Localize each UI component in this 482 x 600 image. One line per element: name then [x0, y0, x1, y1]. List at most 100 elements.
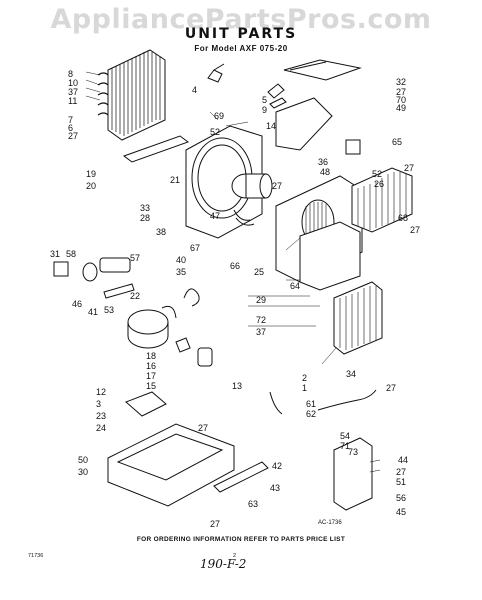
callout-46: 46 [72, 299, 83, 309]
callout-27-extra-8: 27 [396, 467, 407, 477]
callout-27-extra-1: 27 [396, 87, 407, 97]
callout-27-extra-3: 27 [410, 225, 421, 235]
seal-strip [213, 461, 269, 493]
callout-4: 4 [192, 85, 198, 95]
callout-52-extra-0: 52 [372, 169, 383, 179]
callout-68: 68 [398, 213, 409, 223]
bracket-5-9 [267, 83, 287, 109]
diagram-title: UNIT PARTS [184, 26, 298, 42]
callout-8: 8 [68, 69, 74, 79]
callout-28: 28 [140, 213, 151, 223]
callout-12: 12 [96, 387, 107, 397]
callout-21: 21 [170, 175, 181, 185]
callout-53: 53 [104, 305, 115, 315]
terminal-strip [103, 283, 135, 299]
callout-66: 66 [230, 261, 241, 271]
callout-70: 70 [396, 95, 407, 105]
callout-22: 22 [130, 291, 141, 301]
callout-10: 10 [68, 78, 79, 88]
base-pan [107, 423, 235, 507]
capacitor [82, 262, 98, 282]
mount-plate [125, 391, 167, 417]
callout-41: 41 [88, 307, 99, 317]
callout-47: 47 [210, 211, 221, 221]
callout-72: 72 [256, 315, 267, 325]
callout-57: 57 [130, 253, 141, 263]
callout-16: 16 [146, 361, 157, 371]
callout-14: 14 [266, 121, 277, 131]
callout-45: 45 [396, 507, 407, 517]
relay [99, 257, 131, 273]
callout-51: 51 [396, 477, 407, 487]
leader-lines [85, 71, 381, 473]
callout-50: 50 [78, 455, 89, 465]
partition-panel [275, 97, 333, 151]
callout-54: 54 [340, 431, 351, 441]
callout-19: 19 [86, 169, 97, 179]
evaporator-coil [351, 167, 413, 233]
callout-29: 29 [256, 295, 267, 305]
callout-49: 49 [396, 103, 407, 113]
callout-43: 43 [270, 483, 281, 493]
wire-61 [269, 391, 283, 415]
watermark: AppliancePartsPros.com [50, 4, 432, 35]
callout-62: 62 [306, 409, 317, 419]
callout-33: 33 [140, 203, 151, 213]
left-code: 71736 [28, 553, 44, 559]
control-block [345, 139, 361, 155]
callout-64: 64 [290, 281, 301, 291]
callout-1: 1 [302, 383, 308, 393]
callout-13: 13 [232, 381, 243, 391]
callout-38: 38 [156, 227, 167, 237]
callout-48: 48 [320, 167, 331, 177]
callout-44: 44 [398, 455, 409, 465]
callout-31: 31 [50, 249, 61, 259]
callout-69: 69 [214, 111, 225, 121]
callout-42: 42 [272, 461, 283, 471]
callout-30: 30 [78, 467, 89, 477]
callout-17: 17 [146, 371, 157, 381]
callout-27-extra-6: 27 [198, 423, 209, 433]
callout-63: 63 [248, 499, 259, 509]
callout-37: 37 [68, 87, 79, 97]
callout-20: 20 [86, 181, 97, 191]
page-number: 2 [233, 553, 237, 559]
callout-24: 24 [96, 423, 107, 433]
callout-34: 34 [346, 369, 357, 379]
callout-56: 56 [396, 493, 407, 503]
callout-58: 58 [66, 249, 77, 259]
callout-73: 73 [348, 447, 359, 457]
front-grille-frame [299, 221, 361, 291]
callout-40: 40 [176, 255, 187, 265]
overload-bracket [175, 337, 191, 353]
callout-32: 32 [396, 77, 407, 87]
overload-cover [197, 347, 213, 367]
callout-52: 52 [210, 127, 221, 137]
callout-37-lower: 37 [256, 327, 267, 337]
callout-5: 5 [262, 95, 268, 105]
bracket-4 [207, 63, 225, 83]
callout-27-extra-7: 27 [210, 519, 221, 529]
rear-grille [333, 281, 383, 355]
callout-7: 7 [68, 115, 74, 125]
callout-27-extra-2: 27 [404, 163, 415, 173]
insulation-bar [122, 135, 190, 163]
diagram-code: AC-1736 [318, 520, 342, 526]
callout-15: 15 [146, 381, 157, 391]
callout-25: 25 [254, 267, 265, 277]
callout-35: 35 [176, 267, 187, 277]
callout-61: 61 [306, 399, 317, 409]
callout-27-extra-4: 27 [272, 181, 283, 191]
callout-23: 23 [96, 411, 107, 421]
callout-6: 6 [68, 123, 74, 133]
callout-2: 2 [302, 373, 308, 383]
ordering-note: FOR ORDERING INFORMATION REFER TO PARTS … [136, 536, 346, 543]
top-cover-strip [283, 59, 362, 81]
callout-9: 9 [262, 105, 268, 115]
fan-shroud [185, 125, 263, 239]
callout-36: 36 [318, 157, 329, 167]
callout-11: 11 [68, 96, 78, 106]
fan-motor [231, 173, 273, 226]
control-box [333, 437, 373, 511]
